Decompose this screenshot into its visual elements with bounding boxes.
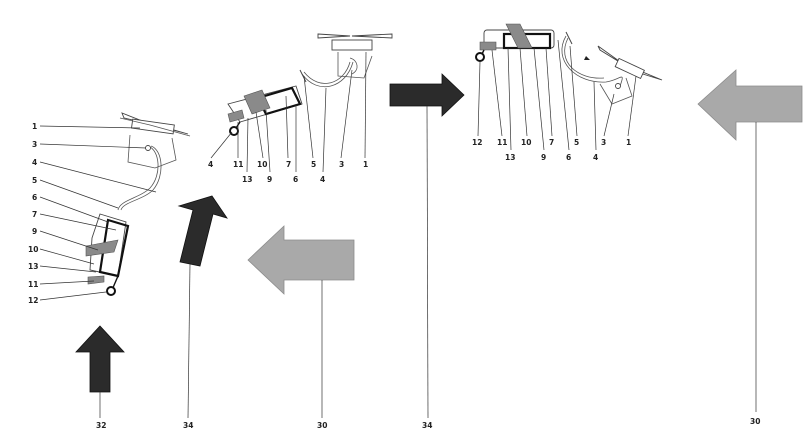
arrow-left-30-middle: 30: [247, 225, 355, 430]
label-arrow-34-right: 34: [422, 421, 432, 430]
label-mid-13: 13: [242, 175, 252, 184]
arrow-up-32: 32: [75, 325, 125, 430]
assembly-left: 1 3 4 5 6 7 9 10 13 11 12: [28, 112, 191, 305]
label-left-4: 4: [32, 158, 37, 167]
label-right-3: 3: [601, 138, 606, 147]
label-left-9: 9: [32, 227, 37, 236]
label-left-1: 1: [32, 122, 37, 131]
label-mid-9: 9: [267, 175, 272, 184]
arrow-diagonal-34: 34: [177, 195, 228, 430]
label-right-1: 1: [626, 138, 631, 147]
propeller-left: [119, 112, 191, 169]
label-left-13: 13: [28, 262, 38, 271]
label-left-7: 7: [32, 210, 37, 219]
label-left-11: 11: [28, 280, 38, 289]
label-mid-4a: 4: [208, 160, 213, 169]
label-right-12: 12: [472, 138, 482, 147]
arrow-right-34: 34: [389, 73, 465, 430]
propeller-right: [597, 45, 663, 105]
label-mid-5: 5: [311, 160, 316, 169]
label-right-7: 7: [549, 138, 554, 147]
label-left-12: 12: [28, 296, 38, 305]
label-right-6: 6: [566, 153, 571, 162]
label-arrow-34-left: 34: [183, 421, 193, 430]
assembly-middle: 4 11 10 7 5 3 1 13 9 6 4: [208, 33, 393, 184]
body-left: [85, 213, 130, 296]
label-left-6: 6: [32, 193, 37, 202]
label-mid-1: 1: [363, 160, 368, 169]
arrow-left-30-right: 30: [697, 69, 803, 426]
label-right-4: 4: [593, 153, 598, 162]
label-right-10: 10: [521, 138, 531, 147]
label-mid-3: 3: [339, 160, 344, 169]
label-mid-10: 10: [257, 160, 267, 169]
propeller-middle: [317, 33, 393, 79]
label-arrow-32: 32: [96, 421, 106, 430]
label-mid-7: 7: [286, 160, 291, 169]
label-mid-4b: 4: [320, 175, 325, 184]
label-left-10: 10: [28, 245, 38, 254]
label-right-9: 9: [541, 153, 546, 162]
label-right-13: 13: [505, 153, 515, 162]
body-right: [475, 23, 555, 62]
label-left-3: 3: [32, 140, 37, 149]
label-mid-11: 11: [233, 160, 243, 169]
label-mid-6: 6: [293, 175, 298, 184]
label-arrow-30-right: 30: [750, 417, 760, 426]
assembly-right: 12 11 10 7 5 3 1 13 9 6 4: [472, 23, 663, 162]
label-right-11: 11: [497, 138, 507, 147]
label-arrow-30-middle: 30: [317, 421, 327, 430]
label-left-5: 5: [32, 176, 37, 185]
label-right-5: 5: [574, 138, 579, 147]
body-middle: [227, 85, 303, 136]
